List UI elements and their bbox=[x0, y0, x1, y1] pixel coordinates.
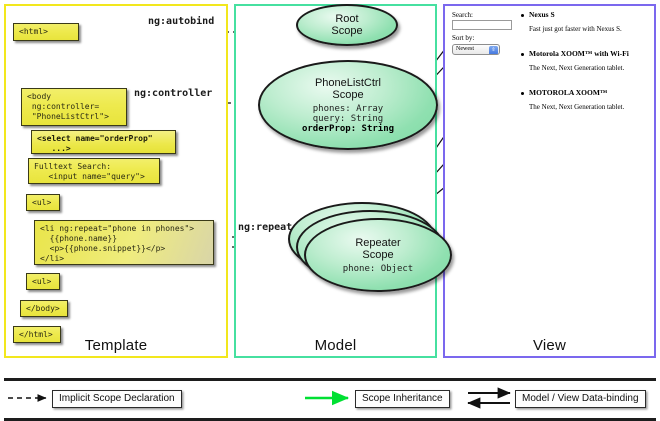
code-box-li-ngrepeat: <li ng:repeat="phone in phones"> {{phone… bbox=[34, 220, 214, 265]
scope-phonelistctrl-props: phones: Array query: String orderProp: S… bbox=[301, 103, 395, 134]
search-label: Search: bbox=[452, 11, 473, 19]
scope-phonelistctrl: PhoneListCtrl Scope phones: Array query:… bbox=[258, 60, 438, 150]
scope-root-title: Root Scope bbox=[331, 13, 363, 37]
phone-name[interactable]: Motorola XOOM™ with Wi-Fi bbox=[529, 49, 629, 58]
legend-divider-top bbox=[4, 378, 656, 381]
list-bullet bbox=[521, 14, 524, 17]
code-box-fulltext-search: Fulltext Search: <input name="query"> bbox=[28, 158, 160, 184]
scope-repeater: Repeater Scope phone: Object bbox=[304, 218, 452, 292]
edge-label-ng-controller: ng:controller bbox=[134, 88, 213, 99]
view-pane: Search: Sort by: Newest ⇳ Nexus S Fast j… bbox=[449, 9, 650, 139]
legend-item-scope-inheritance: Scope Inheritance bbox=[355, 390, 450, 408]
phone-snippet: The Next, Next Generation tablet. bbox=[529, 64, 625, 72]
list-bullet bbox=[521, 53, 524, 56]
scope-repeater-title: Repeater Scope bbox=[355, 236, 401, 261]
code-box-html-tag: <html> bbox=[13, 23, 79, 41]
column-view: View bbox=[443, 4, 656, 358]
list-bullet bbox=[521, 92, 524, 95]
column-model: Model bbox=[234, 4, 437, 358]
code-box-ul-open: <ul> bbox=[26, 194, 60, 211]
code-box-html-close: </html> bbox=[13, 326, 61, 343]
phone-snippet: Fast just got faster with Nexus S. bbox=[529, 25, 622, 33]
phone-name[interactable]: Nexus S bbox=[529, 10, 555, 19]
phone-snippet: The Next, Next Generation tablet. bbox=[529, 103, 625, 111]
sort-by-select[interactable]: Newest ⇳ bbox=[452, 44, 500, 55]
code-box-ul-close: <ul> bbox=[26, 273, 60, 290]
edge-label-ng-autobind: ng:autobind bbox=[148, 16, 215, 27]
scope-root: Root Scope bbox=[296, 4, 398, 46]
legend-divider-bottom bbox=[4, 418, 656, 421]
sort-by-label: Sort by: bbox=[452, 34, 475, 42]
scope-phonelistctrl-title: PhoneListCtrl Scope bbox=[314, 76, 382, 101]
scope-repeater-props: phone: Object bbox=[342, 263, 414, 274]
legend-item-implicit-scope-declaration: Implicit Scope Declaration bbox=[52, 390, 182, 408]
code-box-body-close: </body> bbox=[20, 300, 68, 317]
legend-item-model-view-data-binding: Model / View Data-binding bbox=[515, 390, 646, 408]
search-input[interactable] bbox=[452, 20, 512, 30]
chevron-updown-icon: ⇳ bbox=[489, 46, 498, 54]
legend: Implicit Scope Declaration Scope Inherit… bbox=[0, 378, 660, 421]
sort-by-selected-value: Newest bbox=[456, 46, 474, 52]
phone-name[interactable]: MOTOROLA XOOM™ bbox=[529, 88, 608, 97]
column-label-template: Template bbox=[84, 337, 148, 354]
edge-label-ng-repeat: ng:repeat bbox=[238, 222, 293, 233]
code-box-body-controller: <body ng:controller= "PhoneListCtrl"> bbox=[21, 88, 127, 126]
column-label-view: View bbox=[532, 337, 567, 354]
column-label-model: Model bbox=[314, 337, 357, 354]
code-box-select-orderprop: <select name="orderProp" ...> bbox=[31, 130, 176, 154]
